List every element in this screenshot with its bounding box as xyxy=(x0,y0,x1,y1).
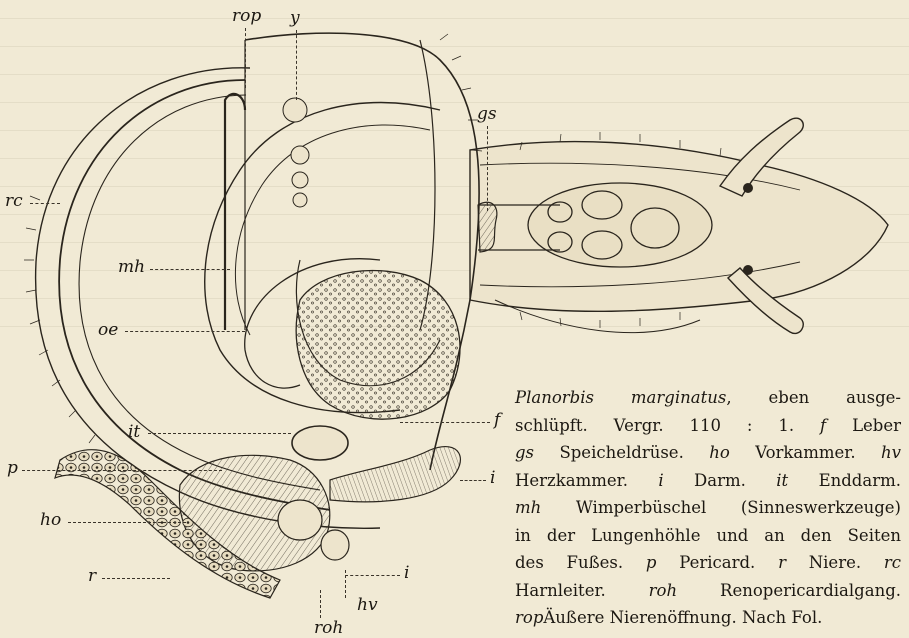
leader-i-lower xyxy=(345,575,400,576)
intestine xyxy=(330,447,460,502)
label-ho: ho xyxy=(40,512,61,529)
leader-oe xyxy=(125,331,245,332)
label-i-upper: i xyxy=(490,470,495,487)
label-p: p xyxy=(7,460,18,477)
label-i-lower: i xyxy=(404,565,409,582)
leader-hv xyxy=(345,570,346,598)
leader-y xyxy=(296,30,297,100)
label-oe: oe xyxy=(98,322,118,339)
leader-rc xyxy=(30,203,60,204)
leader-roh xyxy=(320,590,321,618)
label-mh: mh xyxy=(118,259,145,276)
label-gs: gs xyxy=(477,106,497,123)
caption-line-6: in der Lungenhöhle und an den Seiten xyxy=(515,522,901,550)
ureter xyxy=(225,94,245,330)
liver xyxy=(296,270,460,419)
leader-mh xyxy=(150,269,230,270)
species-name: Planorbis marginatus xyxy=(515,388,726,407)
label-rop: rop xyxy=(232,8,261,25)
caption-line-1: Planorbis marginatus, eben ausge- xyxy=(515,384,901,412)
rectum xyxy=(292,426,348,460)
label-rc: rc xyxy=(5,193,23,210)
caption-line-7: des Fußes. p Pericard. r Niere. rc xyxy=(515,549,901,577)
caption-line-4: Herzkammer. i Darm. it Enddarm. xyxy=(515,467,901,495)
small-bodies xyxy=(283,98,309,207)
caption-line-9: ropÄußere Nierenöffnung. Nach Fol. xyxy=(515,604,901,632)
label-f: f xyxy=(494,412,500,429)
leader-i-upper xyxy=(460,480,486,481)
caption-line-2: schlüpft. Vergr. 110 : 1. f Leber xyxy=(515,412,901,440)
caption-line-8: Harnleiter. roh Renopericardialgang. xyxy=(515,577,901,605)
leader-r xyxy=(102,578,170,579)
leader-rop xyxy=(245,28,246,88)
leader-p xyxy=(22,470,222,471)
label-roh: roh xyxy=(314,620,343,637)
leader-gs xyxy=(487,126,488,211)
label-hv: hv xyxy=(357,597,378,614)
caption-line-5: mh Wimperbüschel (Sinneswerkzeuge) xyxy=(515,494,901,522)
figure-caption: Planorbis marginatus, eben ausge- schlüp… xyxy=(515,384,901,632)
leader-it xyxy=(148,433,291,434)
label-r: r xyxy=(88,568,96,585)
label-y: y xyxy=(290,10,300,27)
caption-line-3: gs Speicheldrüse. ho Vorkammer. hv xyxy=(515,439,901,467)
label-it: it xyxy=(128,424,140,441)
leader-f xyxy=(400,422,490,423)
leader-ho xyxy=(68,522,186,523)
